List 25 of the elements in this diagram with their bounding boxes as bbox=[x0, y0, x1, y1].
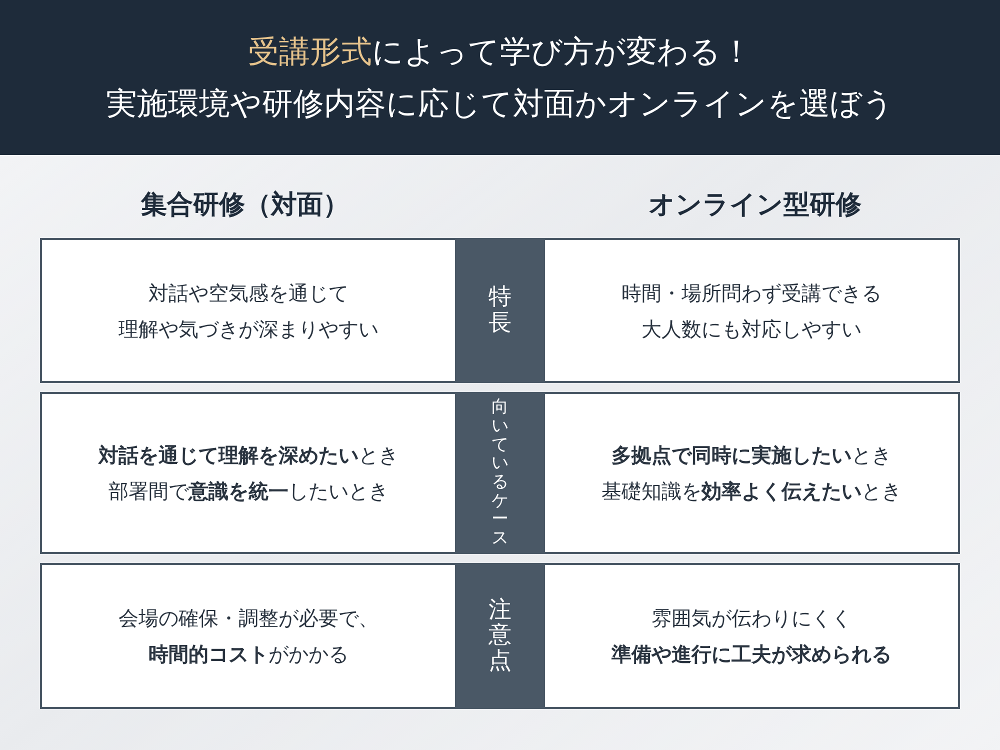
subtitle: 実施環境や研修内容に応じて対面かオンラインを選ぼう bbox=[106, 84, 894, 124]
cell-text: 時間的コストがかかる bbox=[148, 641, 348, 668]
row-frame bbox=[40, 238, 960, 383]
category-cell bbox=[455, 240, 545, 381]
title: 受講形式によって学び方が変わる！ bbox=[248, 32, 752, 72]
cell-text: 大人数にも対応しやすい bbox=[642, 316, 862, 342]
category-label: 向いているケース bbox=[492, 398, 508, 548]
category-cell bbox=[455, 565, 545, 707]
category-label: 特長 bbox=[488, 285, 512, 336]
row-frame bbox=[40, 563, 960, 709]
cell-text: 会場の確保・調整が必要で、 bbox=[118, 605, 378, 632]
cell-text: 準備や進行に工夫が求められる bbox=[612, 641, 892, 668]
cell-text: 時間・場所問わず受講できる bbox=[622, 280, 882, 306]
cell-text: 基礎知識を効率よく伝えたいとき bbox=[602, 478, 902, 505]
column-heading: オンライン型研修 bbox=[550, 185, 960, 225]
row-frame bbox=[40, 392, 960, 554]
cell-text: 部署間で意識を統一したいとき bbox=[108, 478, 388, 505]
column-heading: 集合研修（対面） bbox=[40, 185, 450, 225]
category-label: 注意点 bbox=[488, 598, 512, 674]
cell-text: 雰囲気が伝わりにくく bbox=[652, 605, 852, 632]
cell-text: 多拠点で同時に実施したいとき bbox=[612, 442, 892, 469]
cell-text: 対話や空気感を通じて bbox=[148, 280, 348, 306]
cell-text: 対話を通じて理解を深めたいとき bbox=[98, 442, 398, 469]
category-cell bbox=[455, 394, 545, 552]
cell-text: 理解や気づきが深まりやすい bbox=[118, 316, 378, 342]
